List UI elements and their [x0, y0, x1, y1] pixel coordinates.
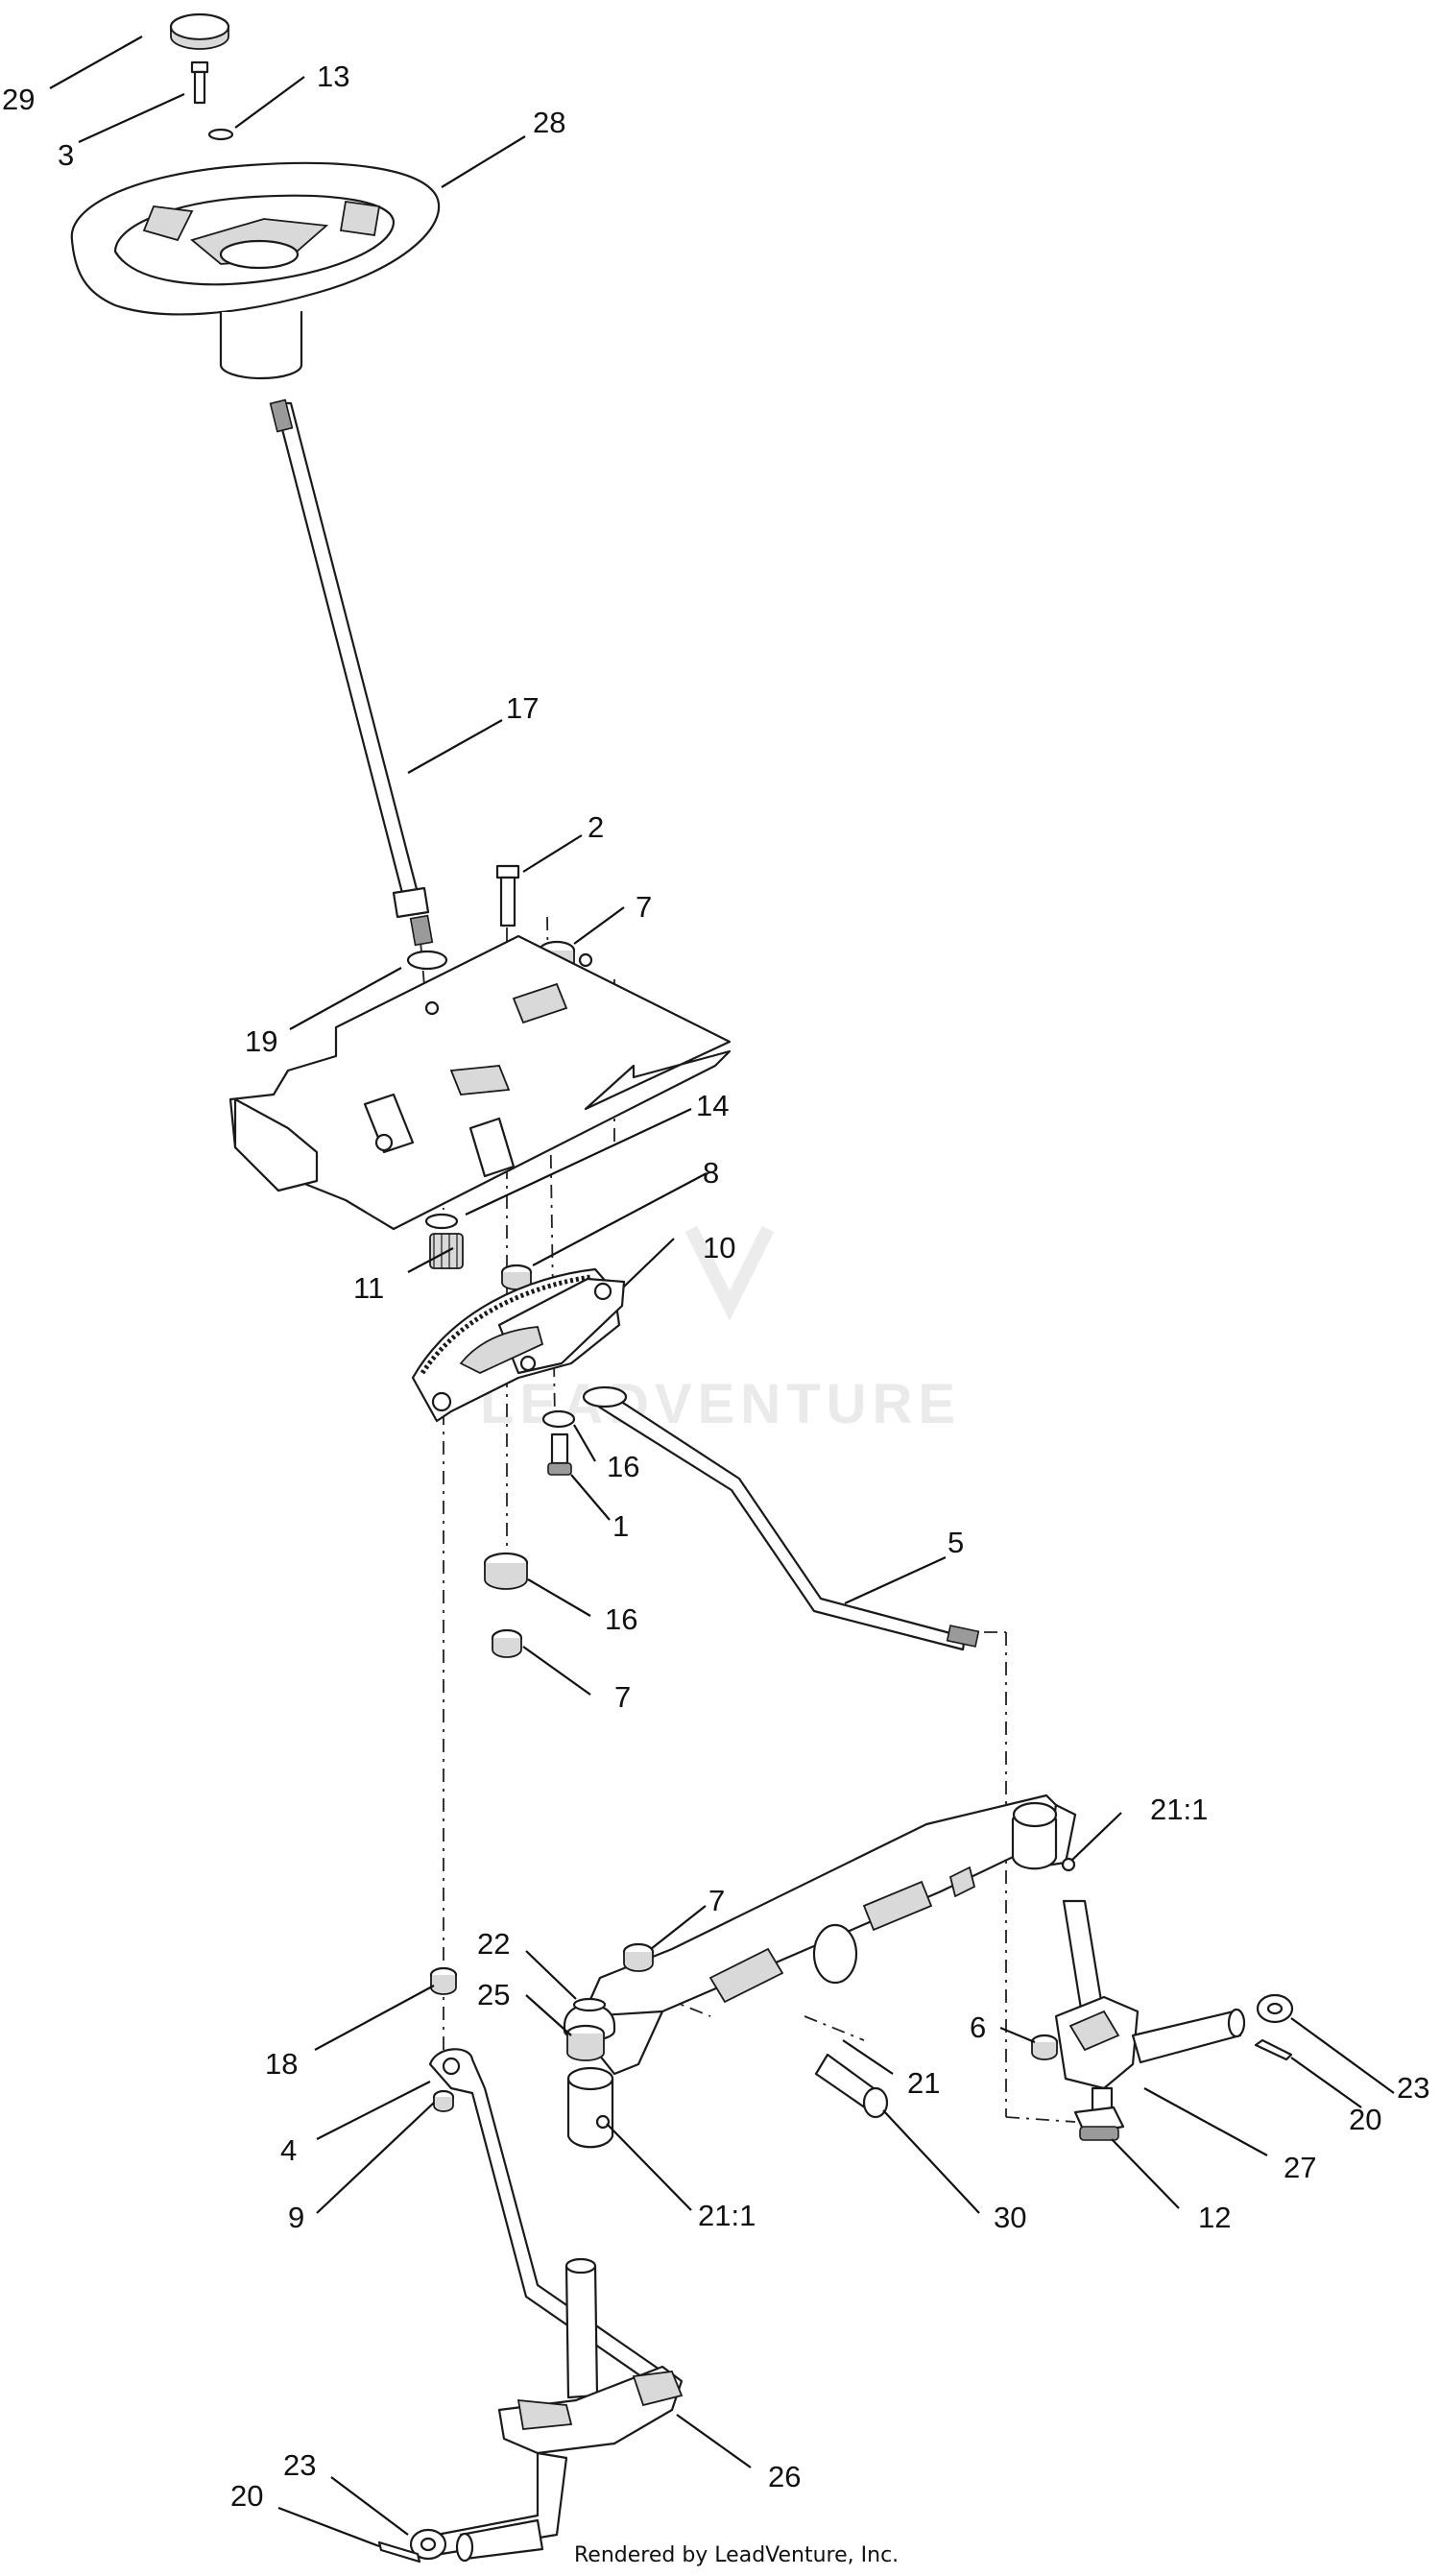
callout-16-upper: 16: [607, 1450, 639, 1483]
callout-7-lower: 7: [614, 1680, 631, 1714]
callout-18: 18: [265, 2047, 298, 2081]
callout-3: 3: [58, 138, 74, 172]
callout-13: 13: [317, 60, 349, 93]
callout-21-1-right: 21:1: [1150, 1793, 1208, 1826]
callout-23-left: 23: [283, 2448, 316, 2482]
callout-12: 12: [1198, 2201, 1231, 2234]
callout-26: 26: [768, 2460, 801, 2493]
pinion-washer: [424, 1213, 459, 1230]
bushing-16-lower: [483, 1552, 529, 1590]
render-credit: Rendered by LeadVenture, Inc.: [574, 2543, 899, 2567]
right-cotter-pin: [1254, 2038, 1293, 2061]
front-axle: [579, 1794, 1077, 2076]
callout-21-1-left: 21:1: [698, 2199, 756, 2232]
shaft-washer: [406, 950, 448, 971]
pivot-pin: [814, 2053, 889, 2119]
bolt-2: [495, 864, 520, 927]
callout-30: 30: [994, 2201, 1026, 2234]
flange-nut-lower: [491, 1628, 523, 1658]
callout-23-right: 23: [1397, 2071, 1429, 2105]
callout-17: 17: [506, 691, 539, 725]
right-spindle-tube: [1011, 1801, 1076, 1872]
callout-29: 29: [2, 83, 35, 116]
left-spindle-tube: [566, 2066, 614, 2149]
right-spindle: [1054, 1899, 1246, 2124]
callout-14: 14: [696, 1089, 729, 1122]
callout-labels: 29 3 13 28 17 2 7 19 14 8 11 10 16 1 5 1…: [2, 60, 1429, 2513]
callout-4: 4: [280, 2133, 297, 2167]
callout-6: 6: [970, 2010, 986, 2044]
callout-16-lower: 16: [605, 1602, 637, 1636]
callout-8: 8: [703, 1156, 719, 1190]
steering-shaft: [269, 398, 434, 947]
steering-wheel: [70, 161, 440, 380]
cap-bolt: [190, 60, 209, 105]
tie-rod-nut-9: [432, 2089, 455, 2112]
callout-19: 19: [245, 1024, 277, 1058]
callout-28: 28: [533, 106, 565, 139]
callout-9: 9: [288, 2201, 304, 2234]
axle-pivot-nut: [622, 1942, 655, 1972]
cap-washer: [207, 128, 234, 141]
callout-20-left: 20: [230, 2479, 263, 2513]
callout-25: 25: [477, 1978, 510, 2011]
left-wheel-washer-hole: [420, 2537, 437, 2552]
callout-1: 1: [612, 1509, 629, 1543]
sector-gear: [411, 1267, 626, 1423]
callout-27: 27: [1284, 2151, 1316, 2184]
tie-rod: [428, 2048, 664, 2385]
callout-10: 10: [703, 1231, 735, 1264]
steering-support-frame: [228, 934, 732, 1231]
left-spindle: [435, 2257, 684, 2563]
callout-7-top: 7: [636, 890, 652, 924]
callout-5: 5: [948, 1526, 964, 1559]
callout-20-right: 20: [1349, 2103, 1381, 2136]
leader-lines: [49, 36, 1395, 2548]
ball-joint: [1073, 2106, 1125, 2141]
left-cotter-pin: [377, 2540, 421, 2564]
callout-2: 2: [588, 810, 604, 844]
callout-21: 21: [907, 2066, 940, 2100]
steering-wheel-cap: [169, 12, 230, 50]
callout-11: 11: [353, 1271, 384, 1305]
tie-rod-nut: [1030, 2034, 1059, 2060]
right-wheel-washer-hole: [1266, 2002, 1284, 2015]
callout-22: 22: [477, 1927, 510, 1961]
bushing-16-upper: [541, 1409, 576, 1429]
shoulder-bolt-1: [547, 1432, 572, 1476]
axle-bushing: [565, 2024, 606, 2061]
tie-rod-nut-left: [429, 1966, 458, 1995]
callout-7-axle: 7: [708, 1884, 725, 1917]
drag-link-rod: [582, 1385, 980, 1651]
